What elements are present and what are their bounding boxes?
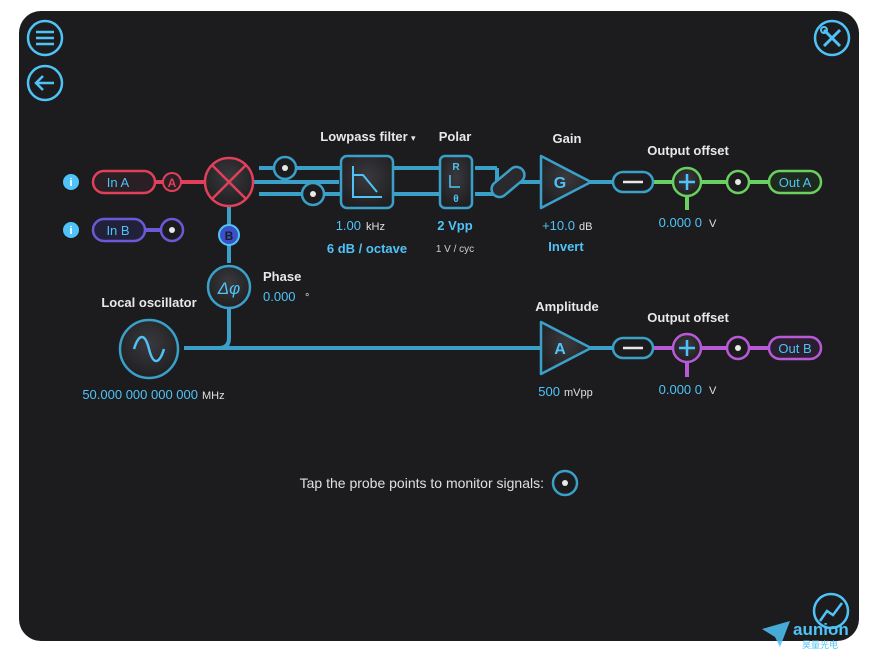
oscillator-button[interactable] <box>118 318 180 380</box>
offset-b-unit: V <box>709 385 717 397</box>
lowpass-dropdown-icon[interactable]: ▾ <box>411 133 416 143</box>
lowpass-filter-block[interactable] <box>339 154 395 210</box>
chart-icon <box>818 602 843 622</box>
chart-button[interactable] <box>812 592 850 630</box>
watermark-text: aunion <box>793 620 849 639</box>
amplitude-amplifier[interactable]: A <box>539 320 593 376</box>
input-b-label: In B <box>106 223 129 238</box>
tools-icon <box>820 26 842 48</box>
lowpass-icon <box>352 166 382 198</box>
amplitude-title: Amplitude <box>535 299 599 314</box>
probe-b[interactable]: B <box>218 224 240 246</box>
input-a-button[interactable]: In A <box>91 169 157 195</box>
offset-b-minus-button[interactable] <box>611 336 655 360</box>
probe-a[interactable]: A <box>162 172 182 192</box>
tools-button[interactable] <box>813 19 851 57</box>
probe-point-y[interactable] <box>300 181 326 207</box>
output-a-label: Out A <box>779 175 812 190</box>
offset-a-value[interactable]: 0.000 0 <box>659 215 702 230</box>
output-b-label: Out B <box>778 341 811 356</box>
lowpass-title: Lowpass filter <box>320 129 407 144</box>
probe-out-b[interactable] <box>725 335 751 361</box>
polar-theta-label: θ <box>453 194 458 205</box>
probe-point-x[interactable] <box>272 155 298 181</box>
amplitude-symbol: A <box>554 341 566 358</box>
svg-text:i: i <box>69 225 72 237</box>
polar-block[interactable]: R θ <box>438 154 474 210</box>
watermark-sub: 昊量光电 <box>802 639 838 650</box>
offset-a-plus-button[interactable] <box>671 166 703 198</box>
output-offset-a-title: Output offset <box>647 143 729 158</box>
phase-unit: ° <box>305 292 309 304</box>
input-b-button[interactable]: In B <box>91 217 147 243</box>
gain-unit: dB <box>579 221 592 233</box>
oscillator-freq-value[interactable]: 50.000 000 000 000 <box>82 387 198 402</box>
offset-a-unit: V <box>709 218 717 230</box>
probe-in-b[interactable] <box>159 217 185 243</box>
polar-vpp[interactable]: 2 Vpp <box>437 218 472 233</box>
amplitude-value[interactable]: 500 <box>538 384 560 399</box>
watermark-logo: aunion 昊量光电 <box>760 617 860 653</box>
offset-a-minus-button[interactable] <box>611 170 655 194</box>
menu-icon <box>36 30 54 46</box>
output-offset-b-title: Output offset <box>647 310 729 325</box>
phase-title: Phase <box>263 269 301 284</box>
phase-value[interactable]: 0.000 <box>263 289 296 304</box>
oscillator-freq-unit: MHz <box>202 390 225 402</box>
output-a-button[interactable]: Out A <box>767 169 823 195</box>
offset-b-value[interactable]: 0.000 0 <box>659 382 702 397</box>
gain-symbol: G <box>554 175 566 192</box>
polar-scale[interactable]: 1 V / cyc <box>436 244 474 255</box>
info-icon-a[interactable]: i <box>63 174 79 190</box>
gain-amplifier[interactable]: G <box>539 154 593 210</box>
lowpass-freq-unit: kHz <box>366 221 385 233</box>
oscillator-title: Local oscillator <box>101 295 196 310</box>
probe-out-a[interactable] <box>725 169 751 195</box>
polar-r-label: R <box>452 162 460 173</box>
offset-b-plus-button[interactable] <box>671 332 703 364</box>
probe-hint: Tap the probe points to monitor signals: <box>300 475 544 491</box>
menu-button[interactable] <box>26 19 64 57</box>
link-switch[interactable] <box>488 164 527 201</box>
gain-title: Gain <box>553 131 582 146</box>
back-button[interactable] <box>26 64 64 102</box>
app-screen: i In A A B Lowpass filter ▾ 1.00 kHz 6 d… <box>19 11 859 641</box>
probe-hint-icon <box>551 469 579 497</box>
sine-icon <box>132 335 166 363</box>
amplitude-unit: mVpp <box>564 387 593 399</box>
lowpass-freq-value[interactable]: 1.00 <box>336 218 361 233</box>
signal-diagram: i In A A B Lowpass filter ▾ 1.00 kHz 6 d… <box>26 19 851 630</box>
gain-invert[interactable]: Invert <box>548 239 584 254</box>
info-icon-b[interactable]: i <box>63 222 79 238</box>
mixer[interactable] <box>203 156 255 208</box>
phase-shifter[interactable]: Δφ <box>206 264 252 310</box>
phase-symbol: Δφ <box>217 279 241 298</box>
polar-title: Polar <box>439 129 472 144</box>
probe-b-label: B <box>225 229 234 243</box>
probe-a-label: A <box>168 176 177 190</box>
gain-value[interactable]: +10.0 <box>542 218 575 233</box>
input-a-label: In A <box>107 175 130 190</box>
output-b-button[interactable]: Out B <box>767 335 823 361</box>
svg-text:i: i <box>69 177 72 189</box>
back-icon <box>34 75 54 91</box>
lowpass-slope[interactable]: 6 dB / octave <box>327 241 407 256</box>
